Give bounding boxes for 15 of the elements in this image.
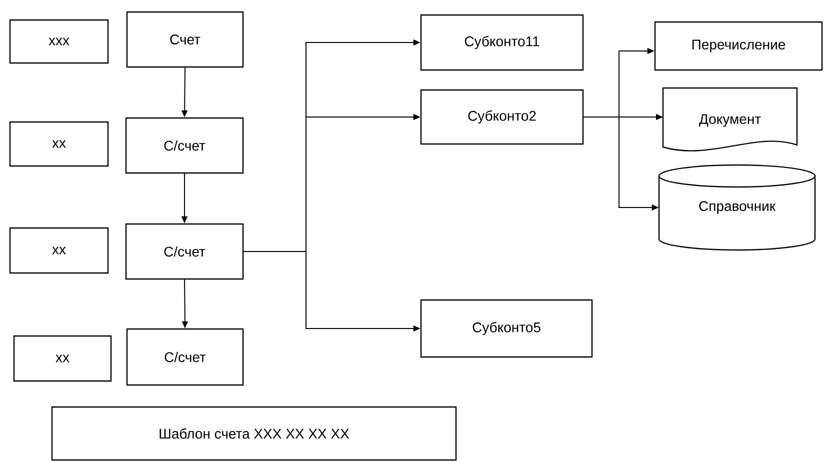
account-box: С/счет: [125, 117, 244, 174]
account-box: Субконто5: [420, 299, 593, 358]
account-box: xx: [9, 121, 109, 167]
template-box: Шаблон счета XXX XX XX XX: [51, 406, 457, 461]
account-box: С/счет: [126, 328, 244, 386]
account-box: Перечисление: [654, 21, 823, 71]
account-box: Субконто11: [420, 14, 584, 71]
account-box: Субконто2: [420, 89, 584, 145]
database-cylinder: Справочник: [658, 164, 816, 251]
account-box: xx: [9, 227, 109, 274]
account-box: С/счет: [125, 223, 244, 280]
account-box: xxx: [9, 19, 109, 64]
account-box: Счет: [126, 11, 244, 68]
node-label: Справочник: [699, 201, 776, 214]
account-box: xx: [13, 335, 112, 382]
